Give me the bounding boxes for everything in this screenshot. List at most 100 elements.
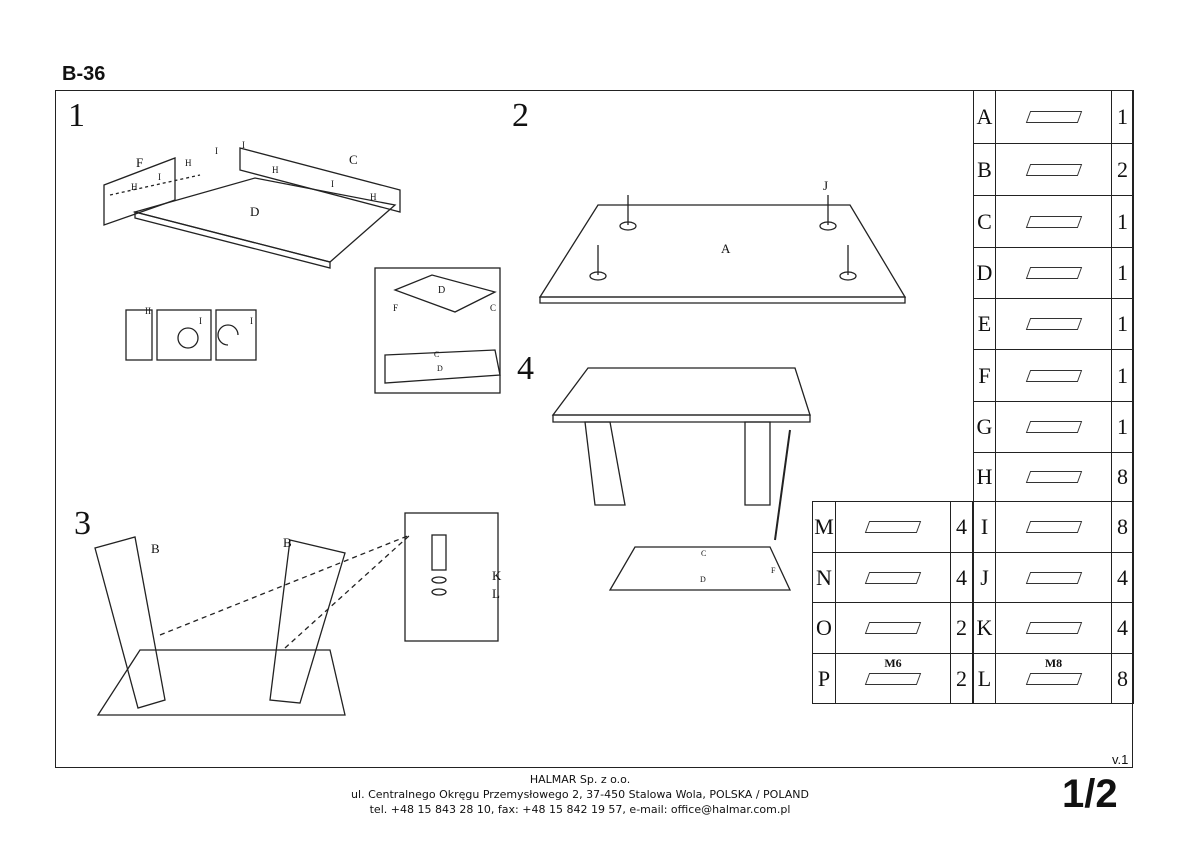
part-illustration: [995, 552, 1112, 603]
part-label: C: [349, 152, 358, 167]
part-letter: F: [973, 349, 996, 402]
part-size: M6: [884, 656, 902, 670]
part-label: B: [151, 541, 160, 556]
step-number: 3: [74, 505, 91, 542]
part-quantity: 1: [1111, 349, 1134, 402]
part-letter: A: [973, 90, 996, 144]
part-letter: J: [973, 552, 996, 603]
step3-drawing: [94, 512, 499, 716]
part-quantity: 1: [1111, 195, 1134, 248]
step-number: 4: [517, 350, 534, 387]
part-quantity: 1: [1111, 401, 1134, 453]
part-label: A: [721, 241, 731, 256]
part-letter: O: [812, 602, 836, 654]
part-icon: [1025, 369, 1082, 382]
part-illustration: [995, 90, 1112, 144]
part-icon: [1025, 267, 1082, 279]
part-icon: [1025, 111, 1082, 123]
company-address: ul. Centralnego Okręgu Przemysłowego 2, …: [351, 788, 809, 801]
part-label: L: [492, 586, 500, 601]
part-illustration: [995, 602, 1112, 654]
part-illustration: M6: [835, 653, 951, 704]
part-icon: [1025, 318, 1082, 330]
footer: HALMAR Sp. z o.o. ul. Centralnego Okręgu…: [300, 772, 860, 817]
part-label: D: [250, 204, 260, 219]
part-letter: I: [973, 501, 996, 553]
part-quantity: 2: [950, 653, 973, 704]
part-icon: [864, 571, 922, 584]
part-illustration: M8: [995, 653, 1112, 704]
part-illustration: [835, 501, 951, 553]
inset-label: D: [438, 285, 446, 296]
part-label: I: [215, 146, 218, 156]
part-label: C: [701, 549, 707, 558]
part-label: I: [331, 179, 334, 189]
inset-label: C: [434, 350, 440, 359]
part-quantity: 8: [1111, 452, 1134, 502]
part-illustration: [995, 452, 1112, 502]
part-icon: [1025, 672, 1082, 685]
part-icon: [1025, 421, 1082, 433]
part-letter: B: [973, 143, 996, 196]
hardware-label: I: [250, 316, 253, 326]
inset-label: F: [393, 303, 399, 313]
instruction-frame: [55, 90, 1133, 768]
part-letter: E: [973, 298, 996, 350]
part-icon: [1025, 163, 1082, 176]
product-code: B-36: [62, 63, 106, 85]
part-label: F: [771, 566, 776, 575]
part-size: M8: [1044, 656, 1063, 670]
part-illustration: [995, 349, 1112, 402]
part-label: I: [242, 140, 245, 150]
hardware-label: II: [145, 306, 151, 316]
part-icon: [1025, 622, 1082, 634]
part-letter: N: [812, 552, 836, 603]
part-letter: P: [812, 653, 836, 704]
inset-label: C: [490, 303, 497, 313]
part-letter: M: [812, 501, 836, 553]
part-letter: D: [973, 247, 996, 299]
page-number: 1/2: [1062, 772, 1118, 816]
step1-drawing: [103, 147, 501, 394]
part-quantity: 1: [1111, 90, 1134, 144]
part-label: H: [272, 165, 279, 175]
company-name: HALMAR Sp. z o.o.: [529, 773, 631, 786]
part-quantity: 2: [1111, 143, 1134, 196]
part-quantity: 4: [950, 501, 973, 553]
part-icon: [1025, 571, 1082, 584]
part-illustration: [835, 602, 951, 654]
part-icon: [1025, 471, 1082, 483]
part-quantity: 4: [950, 552, 973, 603]
part-quantity: 4: [1111, 552, 1134, 603]
part-illustration: [995, 401, 1112, 453]
part-quantity: 1: [1111, 247, 1134, 299]
part-icon: [864, 672, 922, 685]
part-letter: G: [973, 401, 996, 453]
part-quantity: 4: [1111, 602, 1134, 654]
part-icon: [864, 622, 922, 634]
part-label: J: [823, 178, 829, 193]
step-number: 1: [68, 97, 85, 134]
part-quantity: 2: [950, 602, 973, 654]
part-letter: H: [973, 452, 996, 502]
part-illustration: [995, 298, 1112, 350]
part-label: F: [136, 155, 144, 170]
part-icon: [1025, 215, 1082, 228]
part-label: H: [185, 158, 192, 168]
part-label: K: [492, 568, 502, 583]
step-number: 2: [512, 97, 529, 134]
inset-label: D: [437, 364, 443, 373]
part-letter: C: [973, 195, 996, 248]
part-icon: [864, 521, 922, 533]
part-quantity: 1: [1111, 298, 1134, 350]
part-label: H: [370, 192, 377, 202]
version: v.1: [1112, 752, 1129, 767]
part-icon: [1025, 521, 1082, 533]
part-label: I: [158, 172, 161, 182]
hardware-label: I: [199, 316, 202, 326]
part-illustration: [995, 143, 1112, 196]
company-contact: tel. +48 15 843 28 10, fax: +48 15 842 1…: [369, 803, 791, 816]
part-illustration: [995, 247, 1112, 299]
